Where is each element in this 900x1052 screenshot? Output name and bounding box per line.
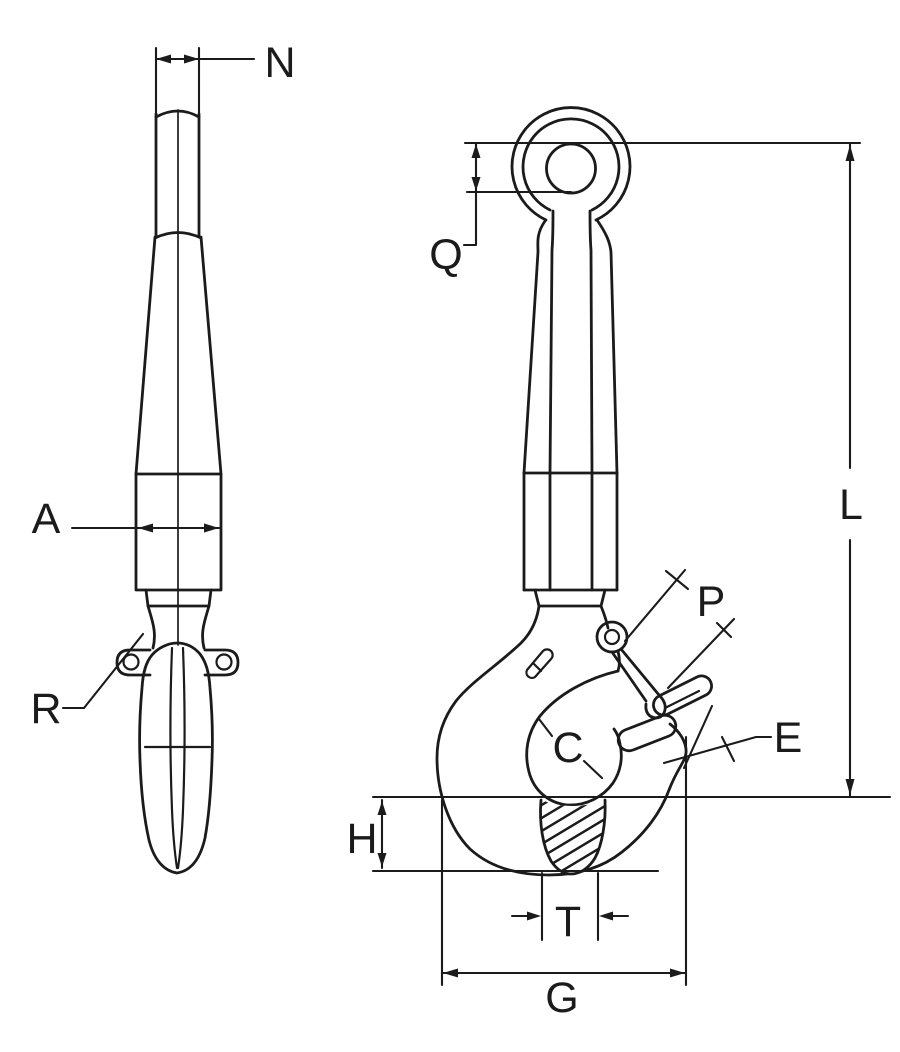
latch-pivot-boss	[595, 620, 629, 654]
hook-edge-profile	[138, 641, 214, 875]
dim-T: T	[510, 871, 630, 946]
dim-C: C	[537, 717, 604, 780]
arrowhead	[443, 968, 458, 978]
front-view: Q L H C P	[346, 106, 892, 1022]
dim-label-t: T	[555, 898, 581, 946]
arrowhead	[204, 523, 219, 533]
side-shank-outline	[134, 109, 223, 650]
dim-N: N	[154, 39, 296, 115]
dim-label-g: G	[545, 974, 578, 1022]
arrowhead	[599, 911, 613, 921]
dim-label-p: P	[697, 578, 726, 626]
dim-A: A	[32, 495, 221, 543]
arrowhead	[377, 801, 387, 815]
latch-pivot-ears	[115, 648, 240, 677]
trademark-stamp	[525, 648, 554, 680]
rivet-hole-right	[215, 653, 233, 671]
saddle-section	[539, 798, 607, 876]
dim-H: H	[346, 795, 892, 873]
dim-P: P	[623, 568, 736, 690]
arrowhead	[471, 177, 481, 191]
arrowhead	[377, 853, 387, 867]
arrowhead	[845, 145, 855, 161]
dim-label-h: H	[346, 815, 377, 863]
dim-label-e: E	[774, 714, 803, 762]
dim-R: R	[30, 632, 145, 733]
dim-label-a: A	[32, 495, 61, 543]
hook-point	[616, 713, 678, 753]
dim-label-q: Q	[429, 231, 462, 279]
side-view: N A R	[30, 39, 296, 875]
dim-Q: Q	[429, 141, 862, 279]
dim-G: G	[440, 735, 688, 1022]
dim-label-c: C	[552, 724, 583, 772]
safety-latch	[595, 620, 713, 720]
eye-hole	[545, 142, 597, 195]
arrowhead	[156, 54, 171, 64]
arrowhead	[471, 144, 481, 158]
hook-body	[435, 604, 688, 877]
dim-E: E	[662, 704, 803, 770]
front-shank-outline	[522, 209, 619, 608]
dim-label-r: R	[30, 685, 61, 733]
latch-tip-curl	[644, 693, 667, 720]
arrowhead	[138, 523, 153, 533]
rivet-hole-left	[122, 653, 140, 671]
latch-pivot-hole	[603, 628, 621, 646]
arrowhead	[670, 968, 685, 978]
arrowhead	[184, 54, 199, 64]
latch-keeper-pin	[652, 674, 713, 717]
dim-L: L	[839, 141, 863, 799]
arrowhead	[845, 779, 855, 795]
arrowhead	[527, 911, 541, 921]
dim-label-l: L	[839, 481, 863, 529]
dim-label-n: N	[264, 39, 295, 87]
hook-eye	[510, 106, 632, 222]
